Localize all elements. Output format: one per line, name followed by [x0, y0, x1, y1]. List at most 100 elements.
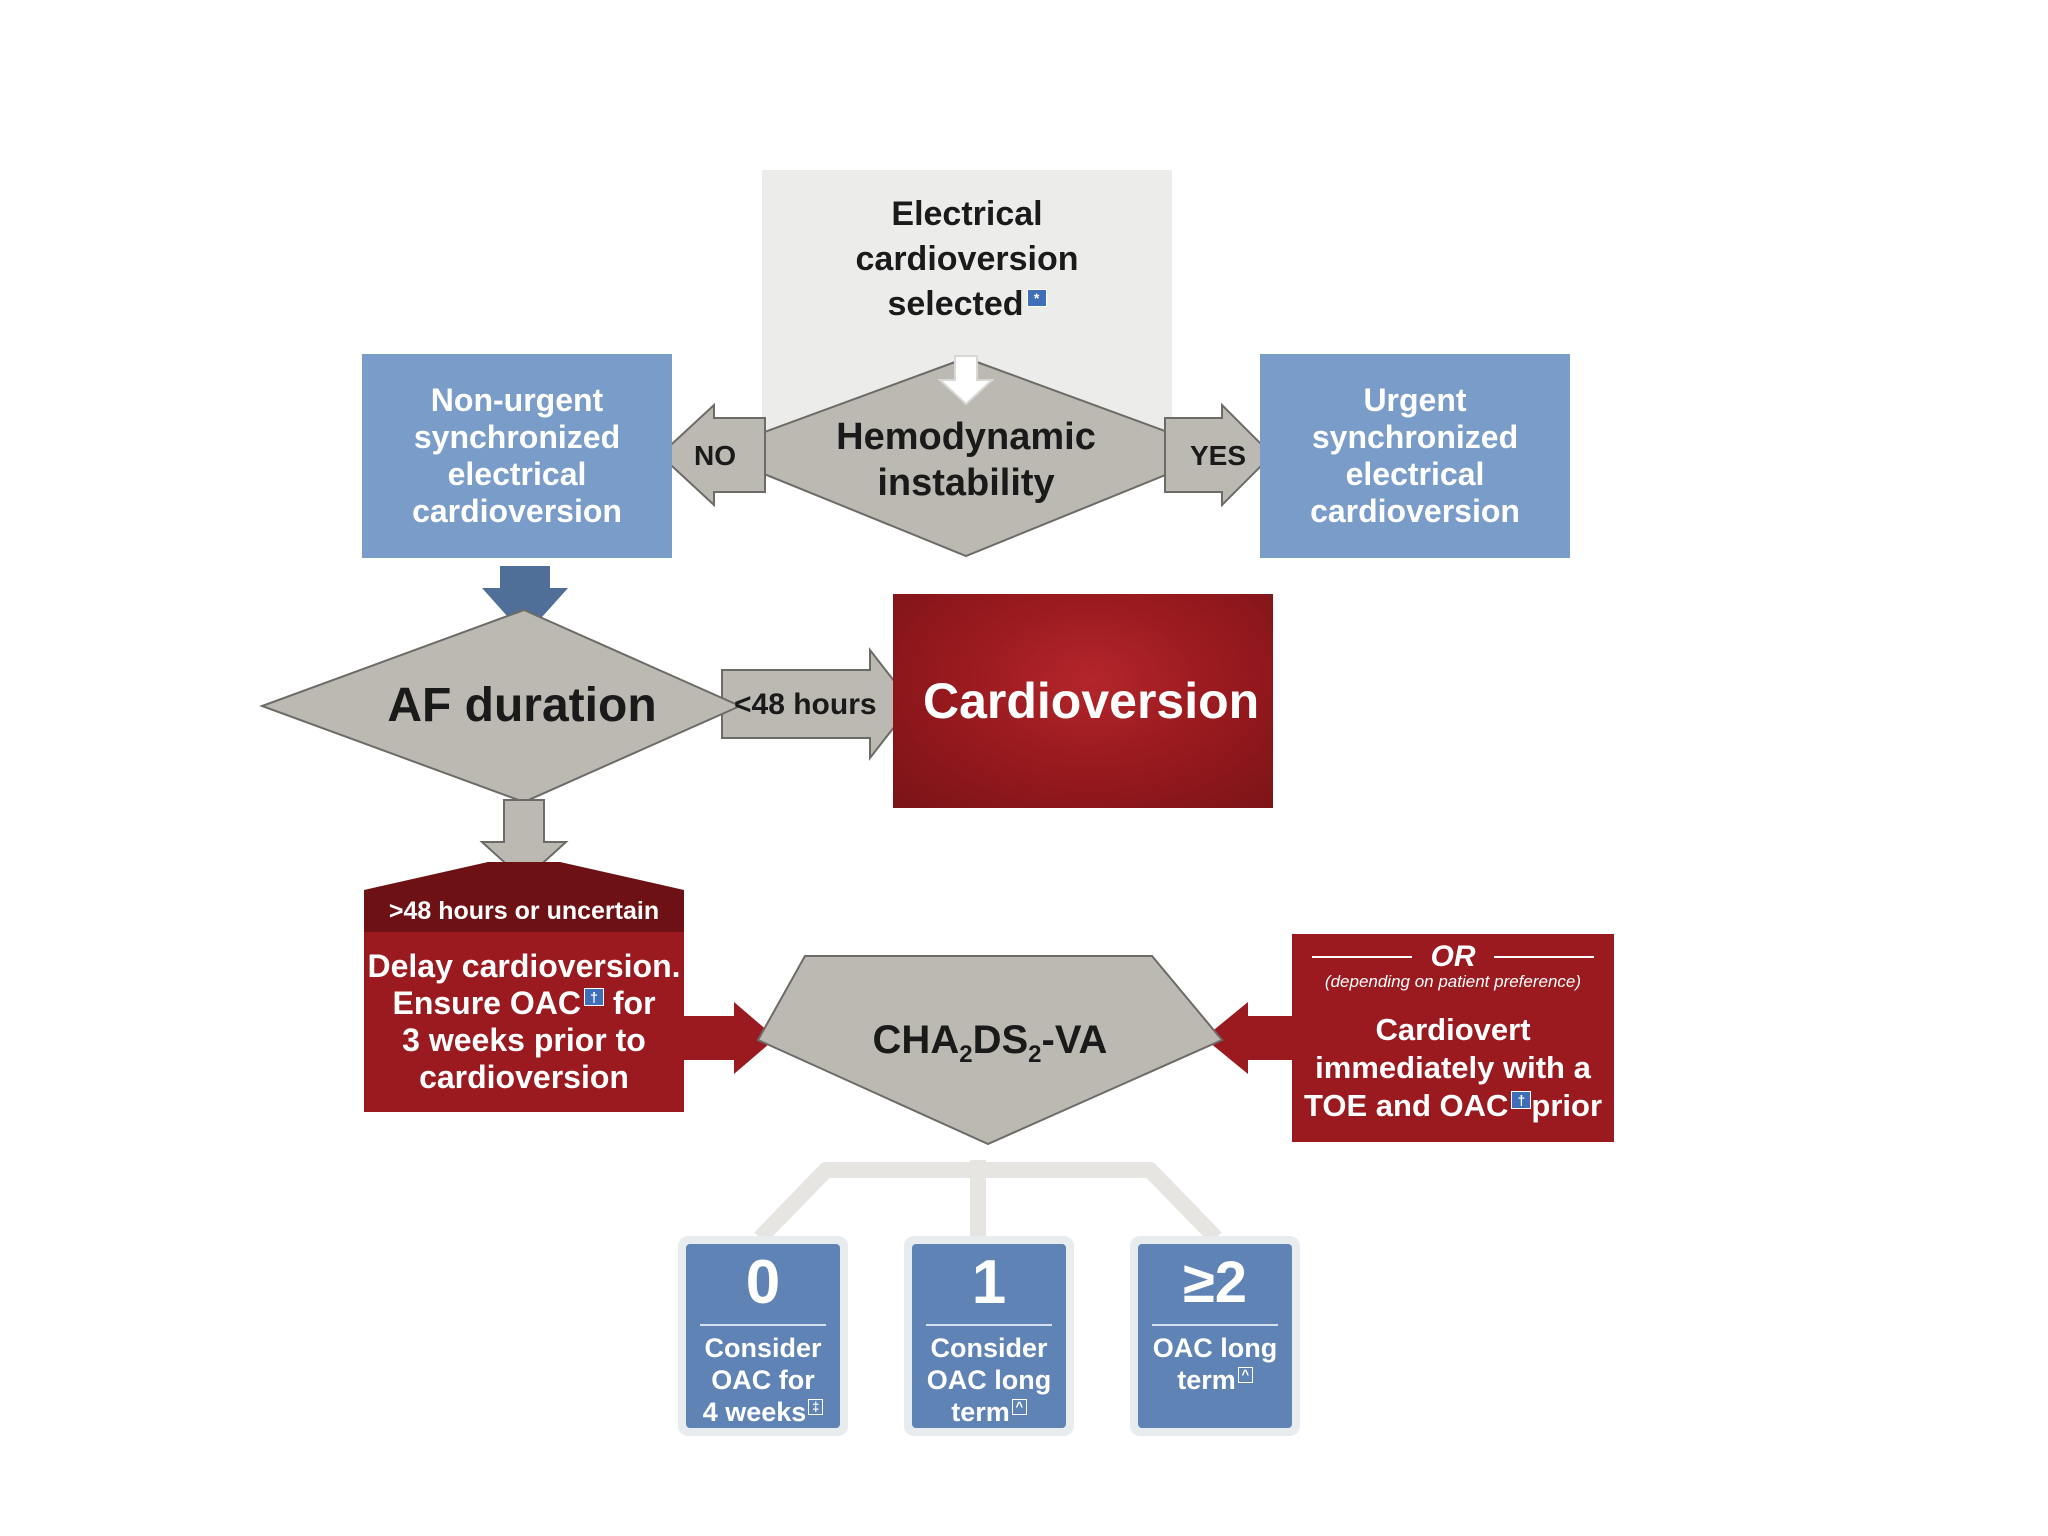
chads-part3: -VA — [1041, 1018, 1108, 1062]
score-card-2: ≥2 OAC long term^ — [1130, 1236, 1300, 1436]
double-dagger-mark: ‡ — [808, 1399, 824, 1415]
arrow-down-long — [479, 799, 569, 882]
arrow-no-left — [658, 402, 766, 508]
hemodynamic-diamond — [707, 356, 1225, 558]
delay-line2b: for — [612, 985, 656, 1021]
score-value: ≥2 — [1182, 1250, 1248, 1315]
non-urgent-line: cardioversion — [412, 493, 622, 529]
dagger-mark: † — [1511, 1090, 1532, 1109]
delay-line2a: Ensure OAC — [392, 985, 581, 1021]
score-card-1-inner: 1 Consider OAC long term^ — [912, 1244, 1066, 1428]
chads-diamond — [756, 955, 1224, 1146]
score-value: 1 — [971, 1248, 1007, 1317]
score-connectors — [754, 1160, 1222, 1244]
chads-sub1: 2 — [959, 1041, 973, 1068]
score-desc-line-last: term^ — [1138, 1364, 1292, 1396]
alternative-line3: TOE and OAC†prior — [1304, 1087, 1602, 1125]
score-desc: Consider OAC long term^ — [912, 1332, 1066, 1428]
asterisk-mark: * — [1026, 288, 1047, 307]
or-rule-right — [1494, 956, 1594, 958]
yes-label: YES — [1190, 440, 1247, 471]
score-card-1: 1 Consider OAC long term^ — [904, 1236, 1074, 1436]
chads-part2: DS — [972, 1018, 1029, 1062]
start-box-line2: cardioversion — [855, 240, 1079, 278]
alternative-box: OR (depending on patient preference) Car… — [1292, 934, 1614, 1142]
delay-box: Delay cardioversion. Ensure OAC† for 3 w… — [364, 932, 684, 1112]
score-divider — [926, 1324, 1052, 1326]
non-urgent-line: electrical — [447, 456, 587, 492]
score-desc-line: term — [951, 1397, 1010, 1427]
chads-sub2: 2 — [1028, 1041, 1042, 1068]
urgent-line: electrical — [1345, 456, 1485, 492]
chads-label: CHA2DS2-VA — [830, 1016, 1150, 1079]
score-desc: Consider OAC for 4 weeks‡ — [686, 1332, 840, 1428]
score-desc-line: OAC long — [926, 1365, 1052, 1395]
urgent-line: Urgent — [1363, 382, 1467, 418]
hemodynamic-line1: Hemodynamic — [836, 416, 1096, 458]
non-urgent-line: synchronized — [413, 419, 621, 455]
caret-mark: ^ — [1237, 1367, 1253, 1383]
dagger-mark: † — [583, 988, 604, 1007]
score-divider — [700, 1324, 826, 1326]
delay-line4: cardioversion — [419, 1059, 629, 1095]
arrow-alternative-left — [1204, 1002, 1292, 1074]
hemodynamic-label: Hemodynamic instability — [790, 412, 1142, 508]
alternative-line3a: TOE and OAC — [1303, 1088, 1509, 1123]
no-label: NO — [694, 440, 736, 471]
score-divider — [1152, 1324, 1278, 1326]
caret-mark: ^ — [1011, 1399, 1027, 1415]
score-value: 0 — [745, 1248, 781, 1317]
delay-line1: Delay cardioversion. — [367, 948, 681, 984]
alternative-text: Cardiovert immediately with a TOE and OA… — [1292, 1004, 1614, 1132]
short-duration-label: <48 hours — [734, 688, 877, 721]
score-card-0: 0 Consider OAC for 4 weeks‡ — [678, 1236, 848, 1436]
score-desc-line: Consider — [704, 1333, 822, 1363]
start-box-line3-wrap: selected* — [887, 282, 1047, 327]
score-desc-line: OAC for — [711, 1365, 815, 1395]
chads-part1: CHA — [872, 1018, 960, 1062]
cardioversion-label: Cardioversion — [923, 673, 1260, 729]
alternative-line1: Cardiovert — [1375, 1012, 1531, 1047]
af-duration-label: AF duration — [387, 679, 657, 732]
delay-line2: Ensure OAC† for — [392, 985, 655, 1022]
connector-branches — [754, 1162, 1222, 1244]
long-duration-label: >48 hours or uncertain — [388, 897, 660, 925]
start-box-line3: selected — [887, 285, 1024, 323]
long-duration-tab — [364, 862, 684, 932]
urgent-line: cardioversion — [1310, 493, 1520, 529]
score-desc-line: OAC long — [1152, 1333, 1278, 1363]
score-card-0-inner: 0 Consider OAC for 4 weeks‡ — [686, 1244, 840, 1428]
score-desc: OAC long term^ — [1138, 1332, 1292, 1396]
urgent-line: synchronized — [1311, 419, 1519, 455]
score-desc-line-last: 4 weeks‡ — [686, 1396, 840, 1428]
preference-note: (depending on patient preference) — [1324, 972, 1582, 991]
cardioversion-box: Cardioversion — [893, 594, 1273, 808]
or-rule-left — [1312, 956, 1412, 958]
score-desc-line: Consider — [930, 1333, 1048, 1363]
urgent-box: Urgent synchronized electrical cardiover… — [1260, 354, 1570, 558]
score-card-2-inner: ≥2 OAC long term^ — [1138, 1244, 1292, 1428]
start-box: Electrical cardioversion selected* — [762, 170, 1172, 432]
score-desc-line-last: term^ — [912, 1396, 1066, 1428]
non-urgent-box: Non-urgent synchronized electrical cardi… — [362, 354, 672, 558]
score-desc-line: 4 weeks — [702, 1397, 807, 1427]
start-box-line1: Electrical — [891, 195, 1043, 233]
alternative-line2: immediately with a — [1315, 1050, 1591, 1085]
delay-line3: 3 weeks prior to — [402, 1022, 646, 1058]
score-desc-line: term — [1177, 1365, 1236, 1395]
hemodynamic-line2: instability — [877, 462, 1055, 504]
arrow-delay-right — [684, 1002, 776, 1074]
arrow-down-start — [937, 355, 995, 406]
non-urgent-line: Non-urgent — [430, 382, 604, 418]
arrow-short-right — [721, 647, 914, 761]
arrow-yes-right — [1164, 402, 1274, 508]
arrow-down-blue — [482, 566, 568, 636]
or-label: OR — [1430, 940, 1476, 973]
alternative-line3b: prior — [1531, 1088, 1603, 1123]
